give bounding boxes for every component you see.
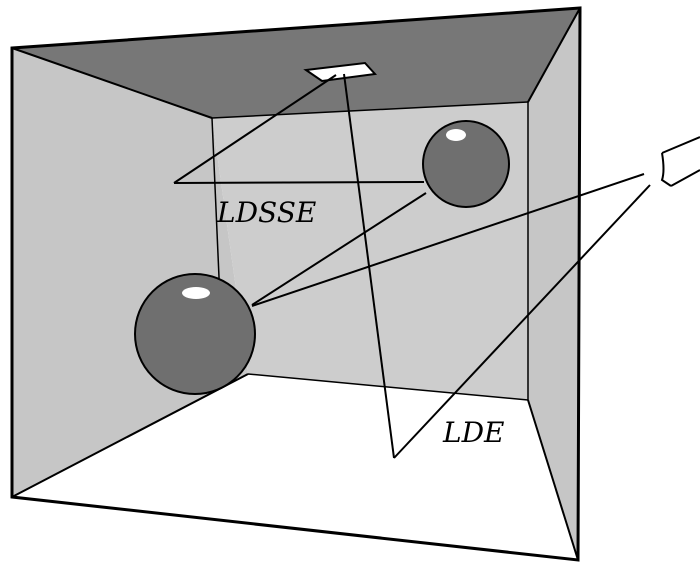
path-lde-light-to-floor <box>343 73 395 459</box>
ceiling <box>12 8 580 118</box>
edge-back-bottom <box>247 373 529 401</box>
sphere-large-highlight <box>182 287 210 299</box>
sphere-large-body <box>134 273 256 395</box>
edge-back-top <box>211 101 529 119</box>
path-lde-floor-to-eye <box>393 184 651 459</box>
light-paths <box>173 73 651 459</box>
edge-floor-left <box>11 373 249 498</box>
sphere-small-highlight <box>446 129 466 141</box>
eye-pupil <box>660 152 672 187</box>
path-ldsse-large-sphere-to-eye <box>251 173 645 307</box>
edge-ceiling-left <box>11 47 213 119</box>
sphere-large <box>134 273 256 395</box>
room-edges <box>10 6 582 562</box>
edge-floor-right <box>527 399 579 561</box>
eye-icon <box>660 136 700 187</box>
edge-back-left <box>211 117 221 301</box>
sphere-small-body <box>422 120 510 208</box>
sphere-small <box>422 120 510 208</box>
path-ldsse-wall-to-small-sphere <box>173 181 425 184</box>
label-ldsse: LDSSE <box>216 196 316 229</box>
label-lde: LDE <box>442 416 504 449</box>
eye-upper-lid <box>661 136 700 154</box>
eye-lower-lid <box>670 169 700 187</box>
path-ldsse-small-to-large-sphere <box>251 192 427 306</box>
floor <box>12 374 578 560</box>
light-source <box>303 61 378 83</box>
right-wall <box>528 8 580 560</box>
edge-ceiling-right <box>527 7 581 103</box>
path-ldsse-light-to-wall <box>173 74 337 184</box>
